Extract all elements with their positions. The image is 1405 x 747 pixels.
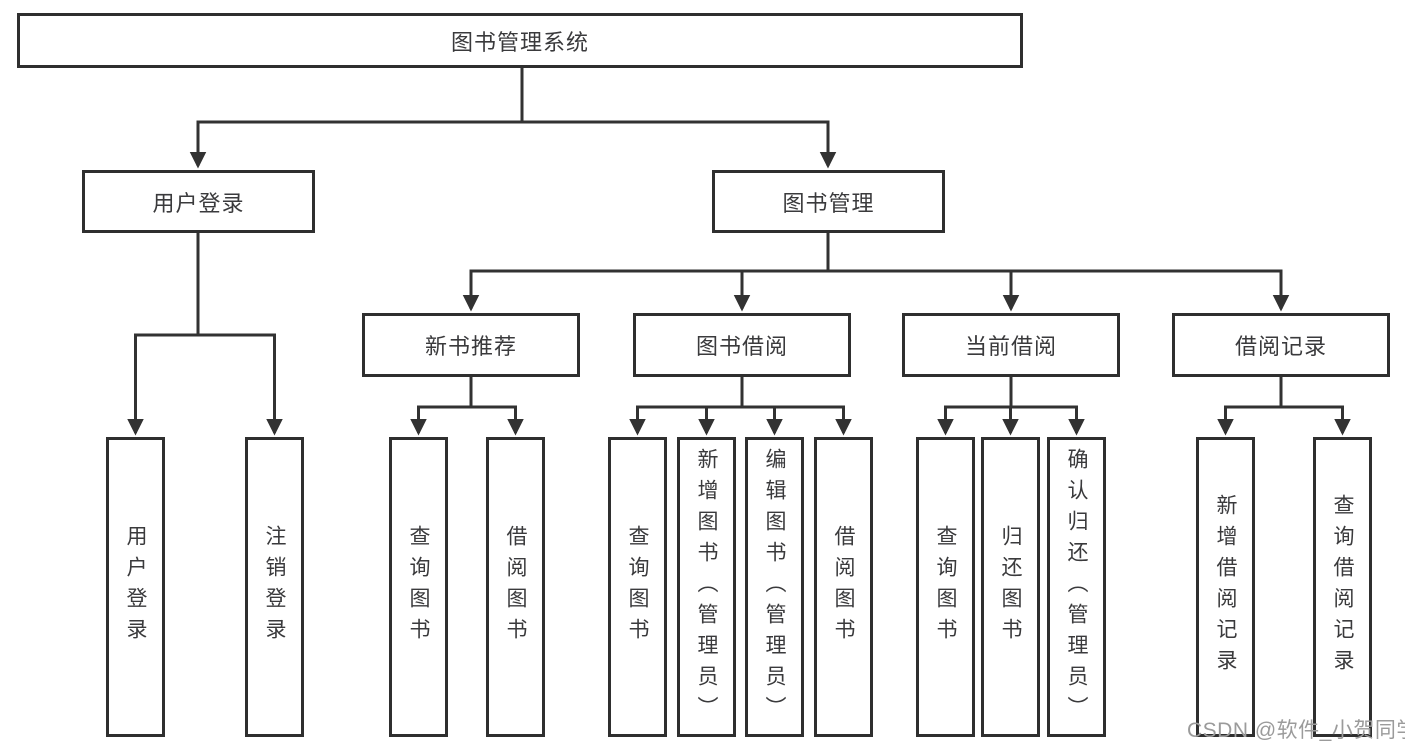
node-user-login: 用户登录 <box>82 170 315 233</box>
node-borrowing-records: 借阅记录 <box>1172 313 1390 377</box>
leaf-return-books: 归还图书 <box>981 437 1040 737</box>
leaf-query-books-borrowing: 查询图书 <box>608 437 667 737</box>
leaf-logout: 注销登录 <box>245 437 304 737</box>
leaf-add-books-admin: 新增图书（管理员） <box>677 437 736 737</box>
leaf-edit-books-admin: 编辑图书（管理员） <box>745 437 804 737</box>
leaf-user-login: 用户登录 <box>106 437 165 737</box>
leaf-add-borrow-record: 新增借阅记录 <box>1196 437 1255 737</box>
csdn-watermark: CSDN @软件_小贺同学 <box>1187 719 1405 742</box>
leaf-query-books-recommend: 查询图书 <box>389 437 448 737</box>
node-book-management: 图书管理 <box>712 170 945 233</box>
node-book-borrowing: 图书借阅 <box>633 313 851 377</box>
leaf-borrow-books-borrowing: 借阅图书 <box>814 437 873 737</box>
leaf-borrow-books-recommend: 借阅图书 <box>486 437 545 737</box>
node-current-borrowing: 当前借阅 <box>902 313 1120 377</box>
leaf-query-books-current: 查询图书 <box>916 437 975 737</box>
leaf-query-borrow-record: 查询借阅记录 <box>1313 437 1372 737</box>
node-new-book-recommend: 新书推荐 <box>362 313 580 377</box>
node-library-management-system: 图书管理系统 <box>17 13 1023 68</box>
leaf-confirm-return-admin: 确认归还（管理员） <box>1047 437 1106 737</box>
